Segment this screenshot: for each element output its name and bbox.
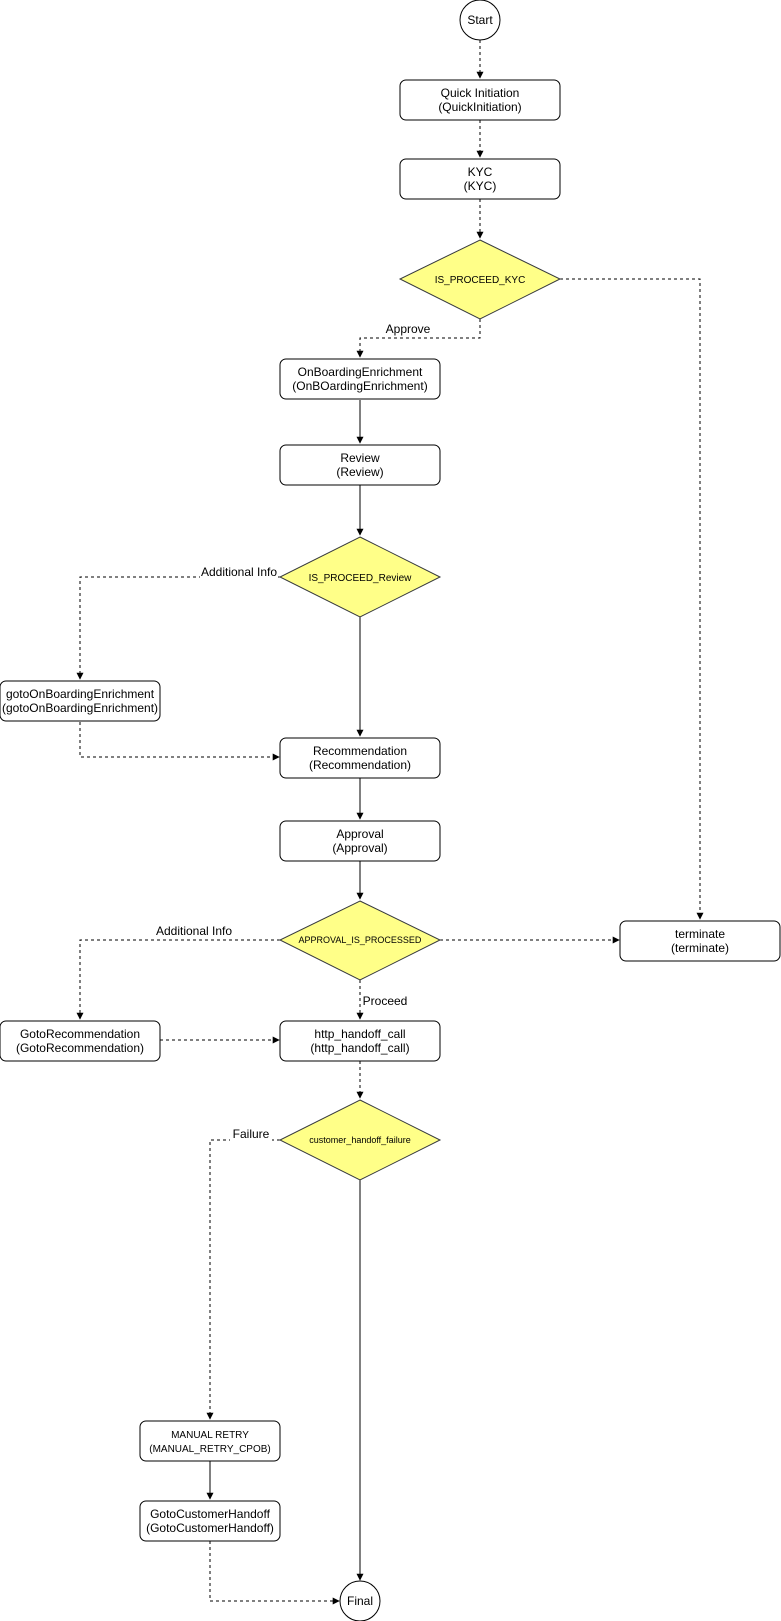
svg-text:(Recommendation): (Recommendation) <box>309 758 411 772</box>
approval-is-processed-decision: APPROVAL_IS_PROCESSED <box>278 900 442 981</box>
svg-text:KYC: KYC <box>468 165 493 179</box>
goto-onboarding-enrichment-node: gotoOnBoardingEnrichment (gotoOnBoarding… <box>0 680 161 722</box>
svg-text:OnBoardingEnrichment: OnBoardingEnrichment <box>298 365 423 379</box>
edge-review-decision-additional-info <box>76 576 280 680</box>
svg-text:GotoRecommendation: GotoRecommendation <box>20 1027 140 1041</box>
edge-label-approve: Approve <box>386 322 431 336</box>
edge-label-proceed: Proceed <box>363 994 408 1008</box>
svg-text:APPROVAL_IS_PROCESSED: APPROVAL_IS_PROCESSED <box>299 935 422 945</box>
start-node: Start <box>459 0 501 41</box>
svg-text:(terminate): (terminate) <box>671 941 729 955</box>
svg-text:(OnBOardingEnrichment): (OnBOardingEnrichment) <box>292 379 427 393</box>
svg-text:GotoCustomerHandoff: GotoCustomerHandoff <box>150 1507 271 1521</box>
svg-text:(GotoRecommendation): (GotoRecommendation) <box>16 1041 144 1055</box>
review-node: Review (Review) <box>279 444 441 486</box>
svg-text:(MANUAL_RETRY_CPOB): (MANUAL_RETRY_CPOB) <box>149 1444 271 1455</box>
goto-customer-handoff-node: GotoCustomerHandoff (GotoCustomerHandoff… <box>139 1500 281 1542</box>
svg-text:IS_PROCEED_Review: IS_PROCEED_Review <box>309 573 413 584</box>
edge-goto-handoff-to-final <box>209 1541 340 1605</box>
edge-approval-decision-additional-info <box>76 939 280 1020</box>
svg-text:(QuickInitiation): (QuickInitiation) <box>438 100 521 114</box>
svg-text:Start: Start <box>467 13 493 27</box>
svg-text:http_handoff_call: http_handoff_call <box>314 1027 405 1041</box>
edge-handoff-decision-failure <box>206 1139 280 1420</box>
approval-node: Approval (Approval) <box>279 820 441 862</box>
edge-labels: Approve Additional Info Additional Info … <box>155 321 434 1141</box>
svg-text:gotoOnBoardingEnrichment: gotoOnBoardingEnrichment <box>6 687 155 701</box>
svg-text:customer_handoff_failure: customer_handoff_failure <box>309 1135 410 1145</box>
svg-text:terminate: terminate <box>675 927 725 941</box>
is-proceed-review-decision: IS_PROCEED_Review <box>278 536 442 618</box>
edge-kyc-decision-approve <box>356 319 481 358</box>
quick-initiation-node: Quick Initiation (QuickInitiation) <box>399 79 561 121</box>
http-handoff-call-node: http_handoff_call (http_handoff_call) <box>279 1020 441 1062</box>
kyc-node: KYC (KYC) <box>399 158 561 200</box>
terminate-node: terminate (terminate) <box>619 920 781 962</box>
edge-label-failure: Failure <box>233 1127 270 1141</box>
final-node: Final <box>339 1580 381 1621</box>
svg-text:Review: Review <box>340 451 380 465</box>
svg-text:(gotoOnBoardingEnrichment): (gotoOnBoardingEnrichment) <box>2 701 158 715</box>
svg-text:Recommendation: Recommendation <box>313 744 407 758</box>
edge-goto-enrichment-to-recommendation <box>79 722 280 761</box>
is-proceed-kyc-decision: IS_PROCEED_KYC <box>398 239 562 320</box>
svg-text:(Review): (Review) <box>336 465 383 479</box>
edge-label-additional-info-review: Additional Info <box>201 565 277 579</box>
svg-text:Quick Initiation: Quick Initiation <box>441 86 520 100</box>
svg-text:IS_PROCEED_KYC: IS_PROCEED_KYC <box>435 275 526 286</box>
recommendation-node: Recommendation (Recommendation) <box>279 737 441 779</box>
edge-kyc-decision-to-terminate <box>560 278 704 920</box>
svg-text:(http_handoff_call): (http_handoff_call) <box>310 1041 409 1055</box>
svg-text:MANUAL RETRY: MANUAL RETRY <box>171 1430 249 1441</box>
svg-text:(GotoCustomerHandoff): (GotoCustomerHandoff) <box>146 1521 274 1535</box>
svg-text:(KYC): (KYC) <box>464 179 497 193</box>
svg-text:(Approval): (Approval) <box>332 841 387 855</box>
manual-retry-node: MANUAL RETRY (MANUAL_RETRY_CPOB) <box>139 1420 281 1462</box>
customer-handoff-failure-decision: customer_handoff_failure <box>278 1099 442 1181</box>
svg-text:Approval: Approval <box>336 827 383 841</box>
goto-recommendation-node: GotoRecommendation (GotoRecommendation) <box>0 1020 161 1062</box>
onboarding-enrichment-node: OnBoardingEnrichment (OnBOardingEnrichme… <box>279 358 441 400</box>
edge-label-additional-info-approval: Additional Info <box>156 924 232 938</box>
svg-text:Final: Final <box>347 1594 373 1608</box>
